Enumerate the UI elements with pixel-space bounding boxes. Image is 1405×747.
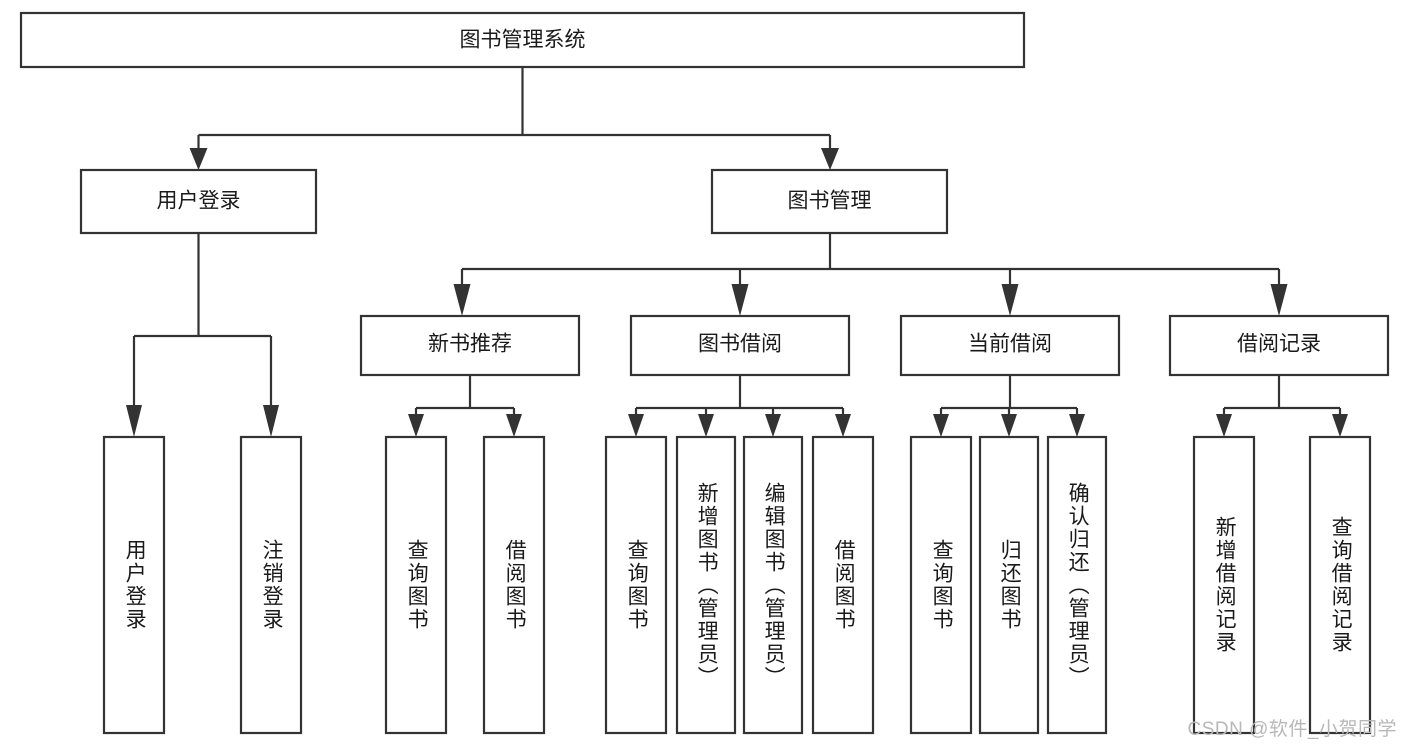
- arrow-head-leaf-user-login: [126, 405, 142, 437]
- leaf-box-cb-query-book[interactable]: [909, 435, 973, 735]
- arrow-head-user-login: [189, 148, 208, 170]
- connectors-newbook-to-leaves: [408, 375, 522, 437]
- leaf-box-user-login[interactable]: [102, 435, 166, 735]
- leaf-box-nb-query-book[interactable]: [384, 435, 448, 735]
- arrow-head-bb-2: [698, 414, 714, 437]
- node-user-login-label: 用户登录: [157, 190, 241, 213]
- node-book-borrow-label: 图书借阅: [698, 333, 782, 356]
- arrow-head-bb-4: [835, 414, 851, 437]
- node-book-borrow[interactable]: 图书借阅: [629, 314, 851, 377]
- arrow-head-bb-1: [628, 414, 644, 437]
- node-borrow-record[interactable]: 借阅记录: [1168, 314, 1390, 377]
- node-new-book-recommend[interactable]: 新书推荐: [359, 314, 581, 377]
- arrow-head-cb-3: [1069, 414, 1085, 437]
- connectors-userlogin-to-leaves: [126, 233, 279, 437]
- node-root[interactable]: 图书管理系统: [19, 11, 1026, 69]
- leaf-box-bb-add-book[interactable]: [675, 435, 737, 735]
- node-root-box[interactable]: [19, 11, 1026, 69]
- csdn-watermark: CSDN @软件_小贺同学: [1187, 719, 1397, 740]
- arrow-head-nb-2: [506, 414, 522, 437]
- node-user-login[interactable]: 用户登录: [79, 168, 318, 235]
- arrow-head-nb-1: [408, 414, 424, 437]
- arrow-head-borrow-record: [1270, 284, 1288, 316]
- node-current-borrow-box[interactable]: [899, 314, 1121, 377]
- arrow-head-current-borrow: [1001, 284, 1019, 316]
- arrow-head-book-mgmt: [821, 148, 839, 170]
- arrow-head-book-borrow: [731, 284, 749, 316]
- arrow-head-leaf-logout: [263, 405, 279, 437]
- node-book-borrow-box[interactable]: [629, 314, 851, 377]
- leaf-box-cb-return-book[interactable]: [978, 435, 1040, 735]
- leaf-box-bb-borrow-book[interactable]: [811, 435, 875, 735]
- leaf-box-bb-query-book[interactable]: [604, 435, 668, 735]
- leaf-box-cb-confirm-return[interactable]: [1046, 435, 1108, 735]
- arrow-head-br-2: [1332, 414, 1348, 437]
- connectors-currentborrow-to-leaves: [933, 375, 1085, 437]
- arrow-head-cb-2: [1001, 414, 1017, 437]
- node-borrow-record-box[interactable]: [1168, 314, 1390, 377]
- node-book-management-label: 图书管理: [788, 190, 872, 213]
- node-root-label: 图书管理系统: [460, 29, 586, 52]
- node-borrow-record-label: 借阅记录: [1237, 333, 1321, 356]
- connectors-borrowrecord-to-leaves: [1216, 375, 1348, 437]
- connectors-root-to-level2: [189, 67, 839, 170]
- node-new-book-recommend-box[interactable]: [359, 314, 581, 377]
- leaf-box-nb-borrow-book[interactable]: [482, 435, 546, 735]
- leaf-box-br-query-record[interactable]: [1308, 435, 1372, 735]
- node-book-management[interactable]: 图书管理: [710, 168, 949, 235]
- node-new-book-recommend-label: 新书推荐: [428, 333, 512, 356]
- arrow-head-new-book: [453, 284, 471, 316]
- leaf-box-bb-edit-book[interactable]: [742, 435, 804, 735]
- arrow-head-cb-1: [933, 414, 949, 437]
- leaf-box-logout[interactable]: [239, 435, 303, 735]
- arrow-head-br-1: [1216, 414, 1232, 437]
- arrow-head-bb-3: [765, 414, 781, 437]
- node-current-borrow[interactable]: 当前借阅: [899, 314, 1121, 377]
- node-current-borrow-label: 当前借阅: [968, 333, 1052, 356]
- leaf-box-br-add-record[interactable]: [1192, 435, 1256, 735]
- node-book-management-box[interactable]: [710, 168, 949, 235]
- connectors-bookborrow-to-leaves: [628, 375, 851, 437]
- node-user-login-box[interactable]: [79, 168, 318, 235]
- connectors-bookmgmt-to-level3: [453, 233, 1288, 316]
